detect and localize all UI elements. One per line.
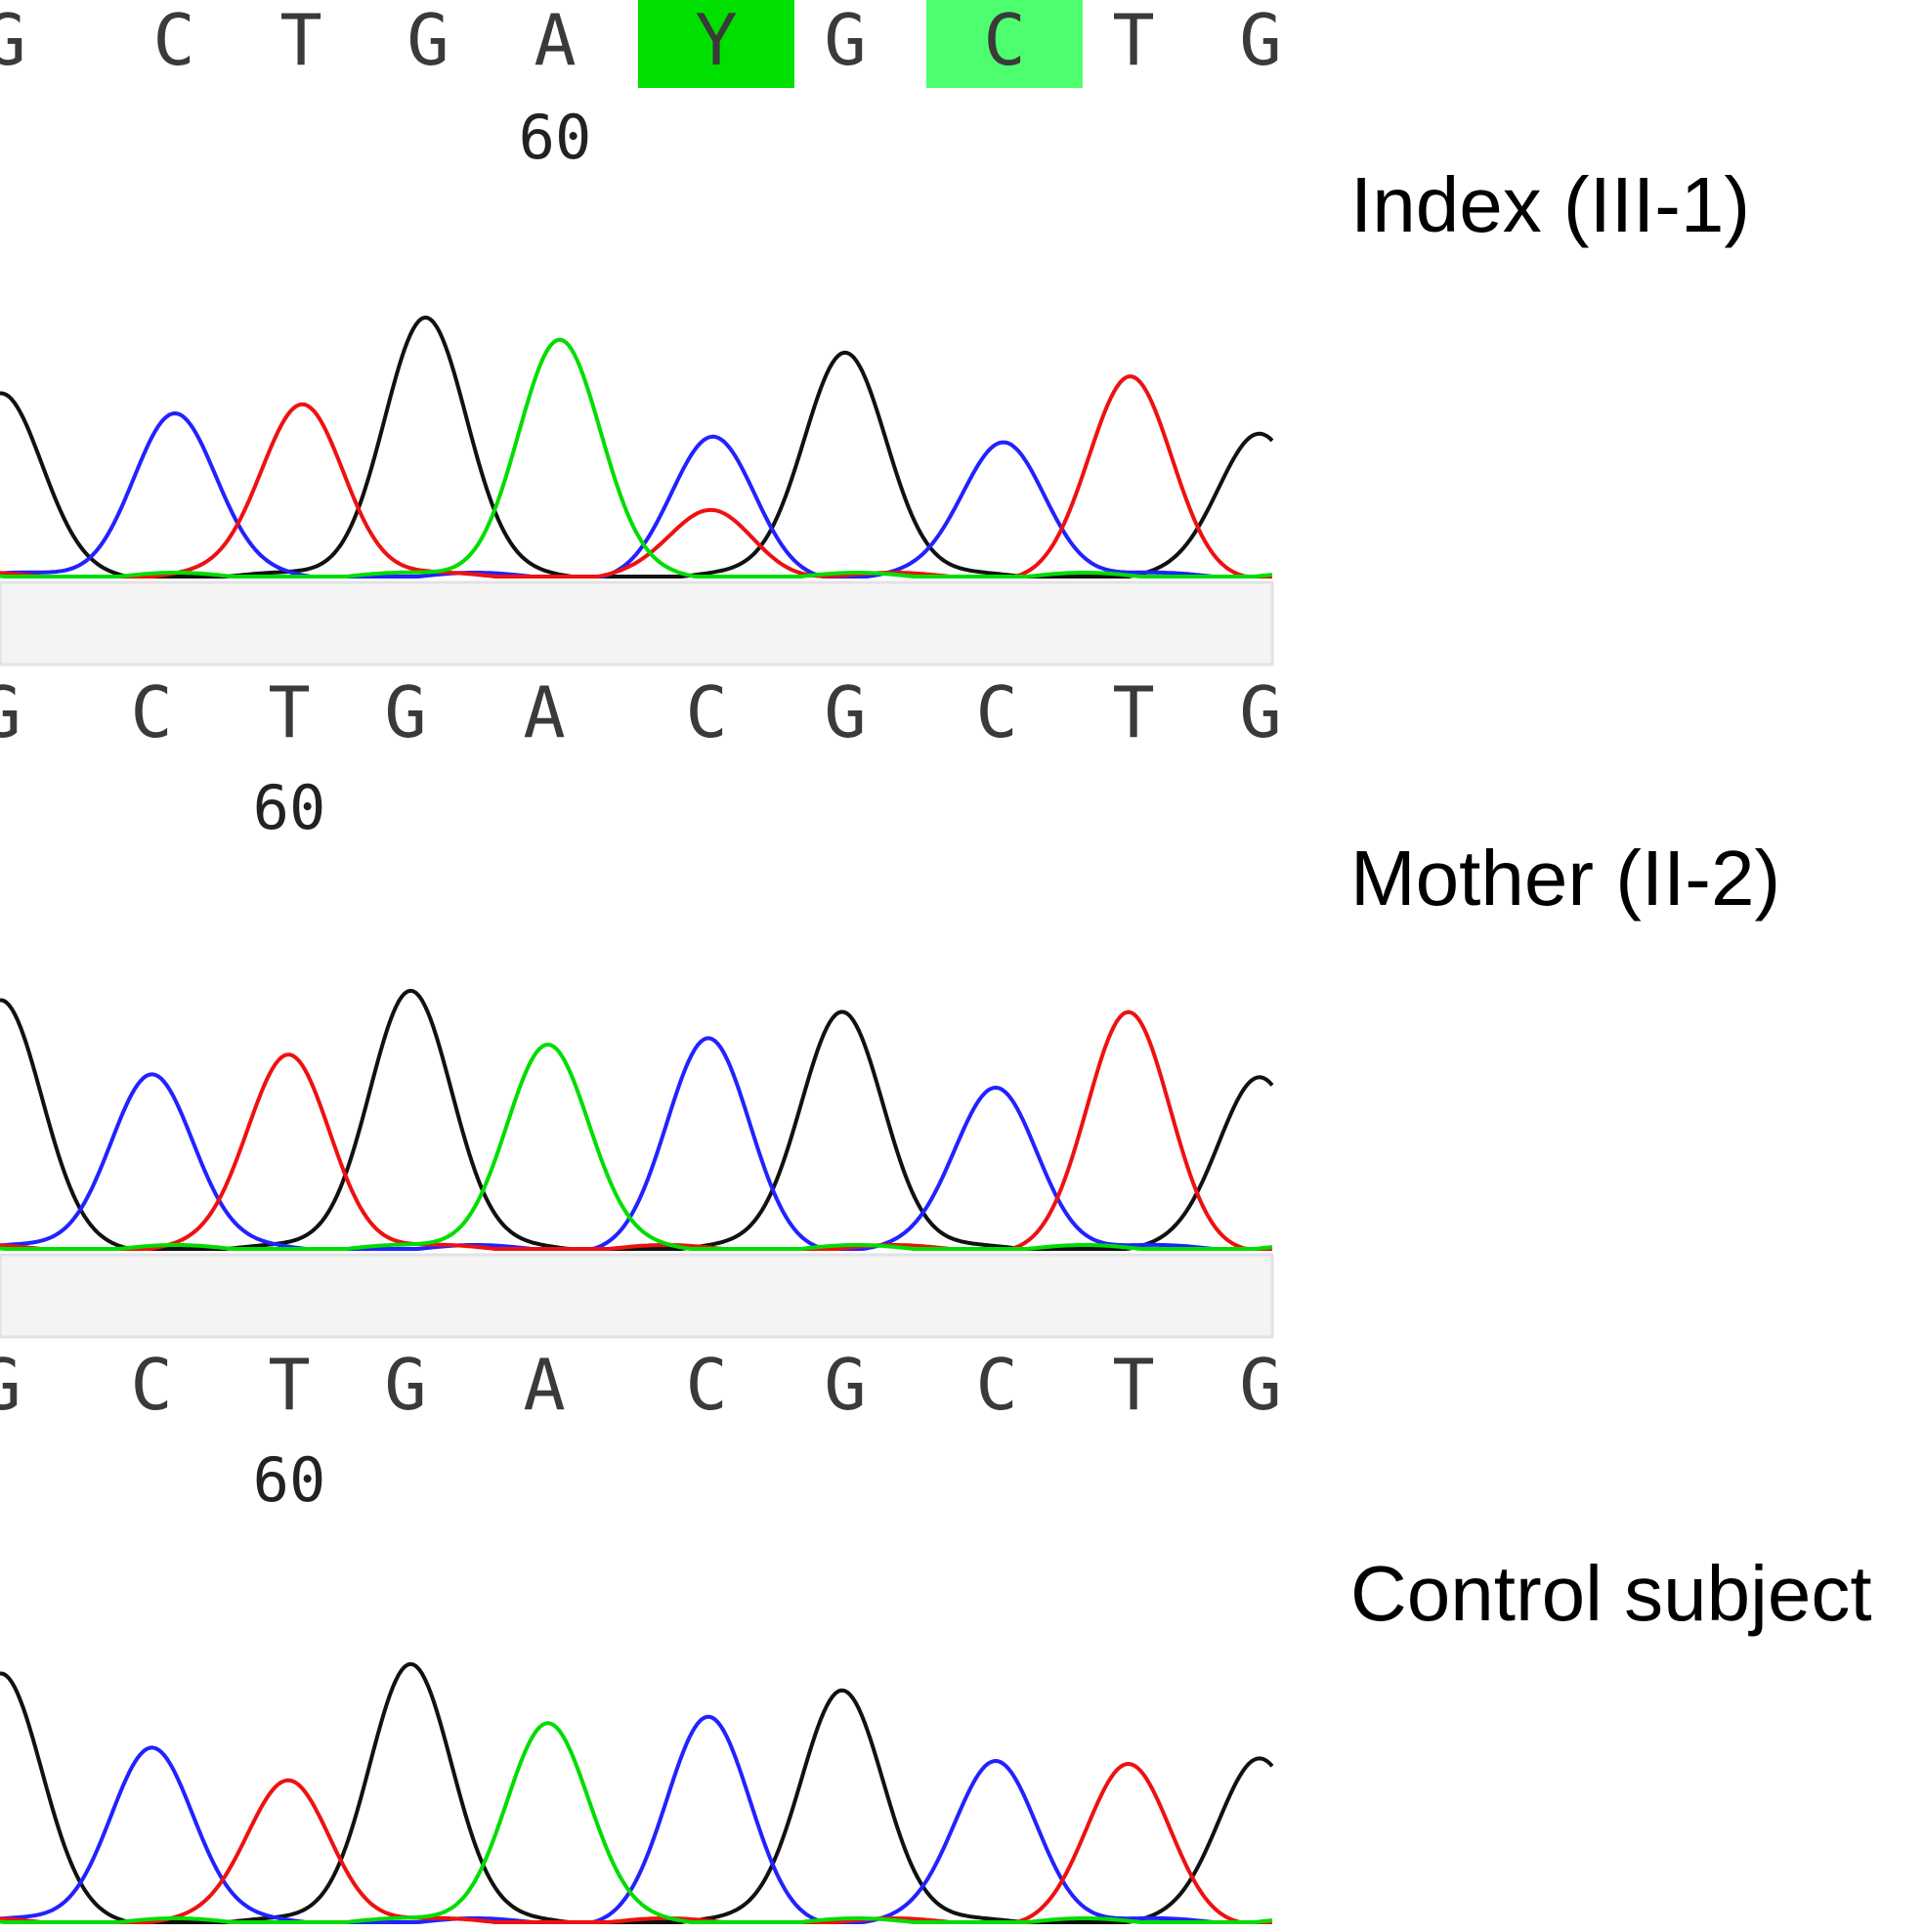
base-call: G — [1239, 1344, 1281, 1426]
position-label-control: 60 — [253, 1444, 326, 1516]
base-call: G — [384, 671, 426, 753]
trace-a — [0, 1721, 1273, 1924]
trace-t — [0, 1009, 1272, 1251]
baseline-band — [0, 1253, 1274, 1339]
base-call: C — [685, 1344, 727, 1426]
trace-a — [0, 337, 1273, 579]
traces-mother — [0, 988, 1274, 1251]
base-call: G — [0, 671, 21, 753]
sample-label-mother: Mother (II-2) — [1350, 835, 1780, 922]
base-call: C — [152, 0, 194, 81]
base-call: A — [523, 671, 565, 753]
base-call: C — [975, 671, 1017, 753]
base-call: A — [523, 1344, 565, 1426]
base-call: T — [279, 0, 321, 81]
base-call: G — [384, 1344, 426, 1426]
bases-control: GCTGACGCTG — [0, 1344, 1282, 1426]
trace-g — [0, 315, 1274, 579]
trace-g — [0, 988, 1274, 1251]
sample-label-index: Index (III-1) — [1350, 161, 1750, 248]
base-call: A — [534, 0, 576, 81]
trace-g — [0, 1661, 1274, 1924]
base-call: G — [824, 1344, 866, 1426]
sample-label-control: Control subject — [1350, 1550, 1872, 1637]
base-call: C — [130, 671, 172, 753]
base-call: C — [975, 1344, 1017, 1426]
base-call: G — [406, 0, 449, 81]
base-call: G — [824, 671, 866, 753]
band-index — [0, 580, 1274, 666]
position-label-index: 60 — [519, 102, 592, 173]
base-call: T — [1112, 0, 1154, 81]
base-call: G — [824, 0, 866, 81]
base-call: G — [0, 0, 26, 81]
base-call: T — [268, 671, 310, 753]
base-call: T — [1112, 671, 1154, 753]
traces-index — [0, 315, 1274, 579]
trace-a — [0, 1042, 1273, 1251]
base-call: G — [1239, 0, 1281, 81]
trace-c — [0, 1036, 1272, 1251]
panel-index: G C T G A Y G C T G 60 Index (III-1) — [0, 0, 1750, 666]
band-mother — [0, 1253, 1274, 1339]
base-call: G — [0, 1344, 21, 1426]
base-call: C — [983, 0, 1025, 81]
base-call: T — [268, 1344, 310, 1426]
base-call: C — [685, 671, 727, 753]
highlights-index — [638, 0, 1083, 88]
base-highlight — [638, 0, 794, 88]
panel-control: GCTGACGCTG 60 Control subject — [0, 1344, 1872, 1924]
trace-c — [0, 411, 1272, 579]
base-call: T — [1112, 1344, 1154, 1426]
base-call: G — [1239, 671, 1281, 753]
base-call: Y — [695, 0, 737, 81]
baseline-band — [0, 580, 1274, 666]
base-highlight — [926, 0, 1083, 88]
trace-c — [0, 1714, 1272, 1924]
panel-mother: GCTGACGCTG 60 Mother (II-2) — [0, 671, 1780, 1339]
position-label-mother: 60 — [253, 772, 326, 843]
traces-control — [0, 1661, 1274, 1924]
trace-t — [0, 374, 1272, 579]
bases-mother: GCTGACGCTG — [0, 671, 1282, 753]
base-call: C — [130, 1344, 172, 1426]
trace-t — [0, 1762, 1272, 1924]
